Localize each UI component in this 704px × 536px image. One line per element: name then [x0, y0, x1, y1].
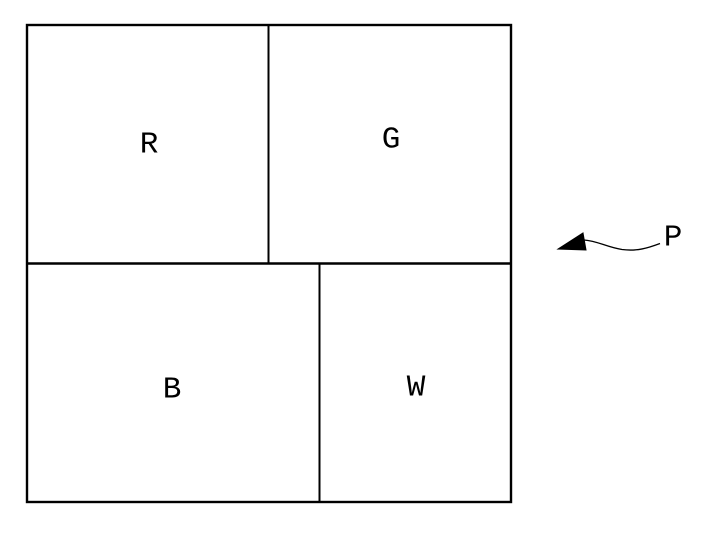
- callout-label-p: P: [663, 220, 683, 256]
- region-label-w: W: [406, 370, 426, 406]
- region-label-b: B: [162, 372, 182, 408]
- region-label-g: G: [381, 122, 401, 158]
- region-label-r: R: [139, 127, 159, 163]
- arrowhead-icon: [556, 232, 587, 251]
- leader-line: [583, 239, 661, 251]
